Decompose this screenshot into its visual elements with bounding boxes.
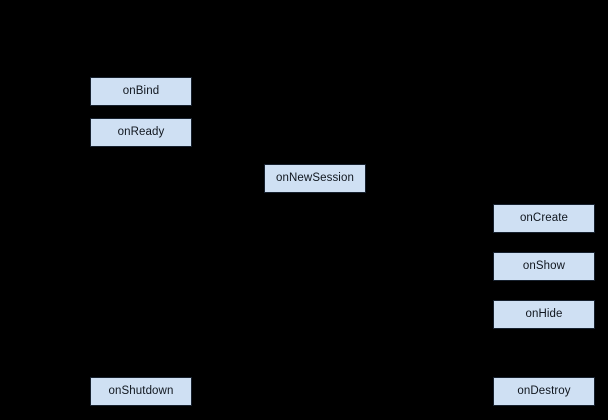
node-on-bind-label: onBind: [122, 84, 160, 97]
node-on-hide-label: onHide: [525, 307, 563, 320]
node-on-show-label: onShow: [522, 259, 566, 272]
node-on-create-label: onCreate: [519, 211, 569, 224]
node-on-new-session-label: onNewSession: [276, 171, 354, 184]
node-on-create[interactable]: onCreate: [493, 204, 595, 233]
node-on-shutdown[interactable]: onShutdown: [90, 377, 192, 406]
node-on-destroy[interactable]: onDestroy: [493, 377, 595, 406]
node-on-show[interactable]: onShow: [493, 252, 595, 281]
node-on-new-session[interactable]: onNewSession: [264, 164, 366, 193]
node-on-ready-label: onReady: [117, 125, 165, 138]
node-on-shutdown-label: onShutdown: [108, 384, 174, 397]
node-on-destroy-label: onDestroy: [517, 384, 571, 397]
node-on-ready[interactable]: onReady: [90, 118, 192, 147]
node-on-bind[interactable]: onBind: [90, 77, 192, 106]
node-on-hide[interactable]: onHide: [493, 300, 595, 329]
